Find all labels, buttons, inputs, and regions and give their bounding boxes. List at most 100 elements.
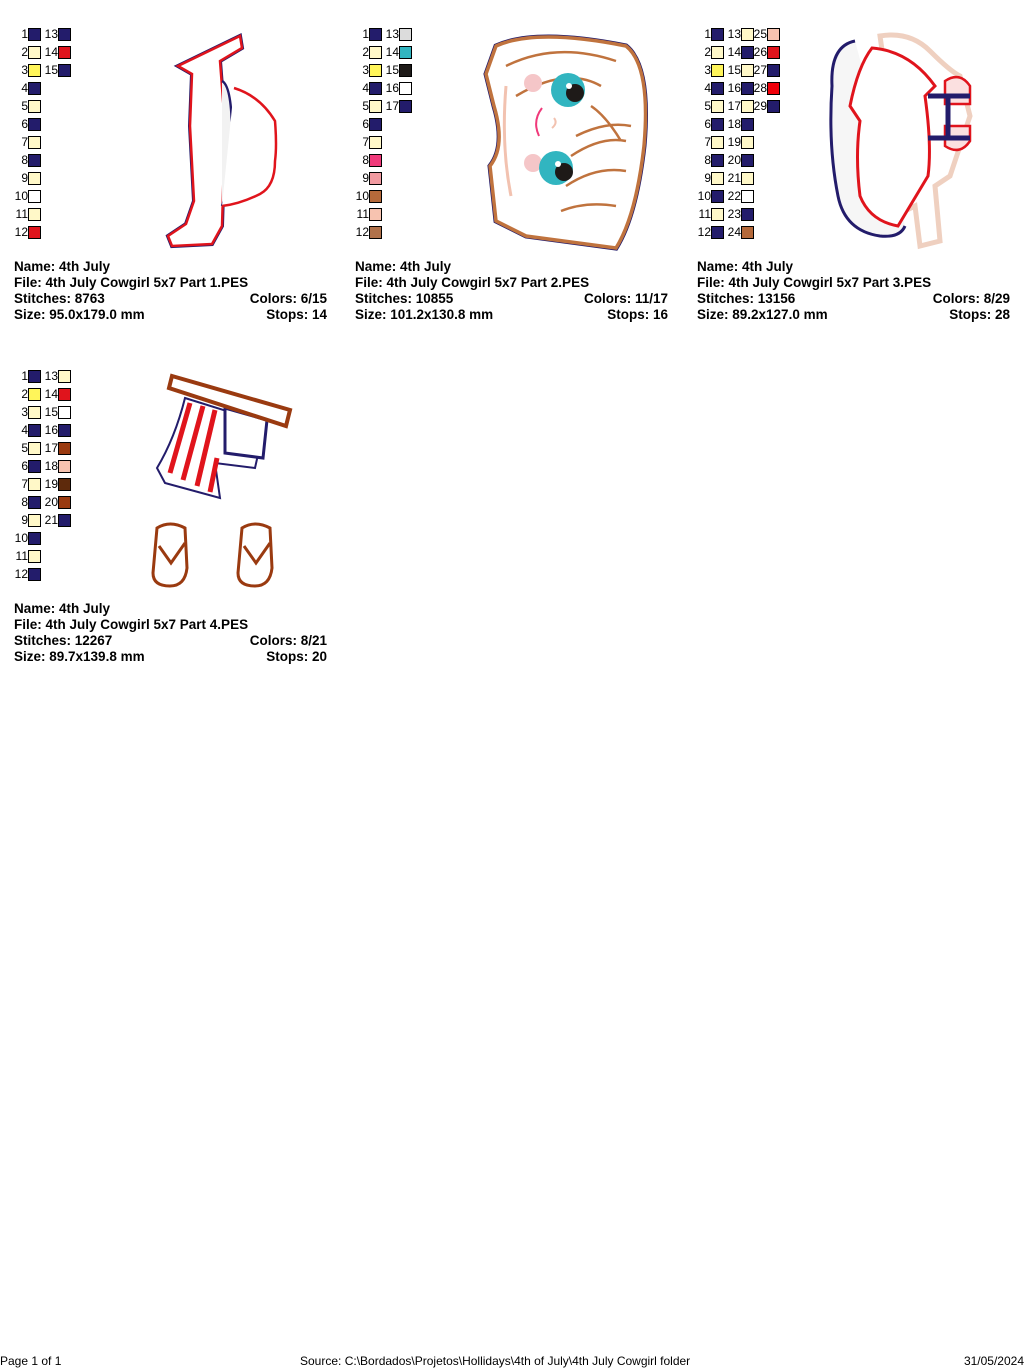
design-stops: Stops: 28: [949, 307, 1010, 322]
design-name: Name: 4th July: [14, 259, 111, 274]
color-index: 18: [44, 459, 58, 473]
thread-color-swatch: [369, 225, 382, 239]
color-swatch-item: 10: [8, 189, 41, 203]
color-index: 15: [385, 63, 399, 77]
thread-color-swatch: [711, 99, 724, 113]
thread-color-swatch: [399, 45, 412, 59]
thread-color-swatch: [58, 387, 71, 401]
color-swatch-item: 1: [8, 369, 41, 383]
thread-color-swatch: [711, 189, 724, 203]
thread-color-swatch: [741, 207, 754, 221]
color-swatch-item: 14: [375, 45, 412, 59]
thread-color-swatch: [369, 45, 382, 59]
color-swatch-item: 2: [8, 387, 41, 401]
color-index: 23: [727, 207, 741, 221]
design-stitches: Stitches: 13156: [697, 291, 796, 306]
color-swatch-item: 11: [8, 549, 41, 563]
design-colors: Colors: 11/17: [583, 291, 668, 306]
color-swatch-item: 12: [691, 225, 724, 239]
thread-color-swatch: [399, 63, 412, 77]
color-index: 6: [704, 117, 711, 131]
color-index: 21: [727, 171, 741, 185]
color-swatch-item: 7: [349, 135, 382, 149]
thread-color-swatch: [741, 45, 754, 59]
color-swatch-item: 28: [743, 81, 780, 95]
thread-color-swatch: [28, 99, 41, 113]
color-index: 5: [21, 441, 28, 455]
design-stops: Stops: 16: [607, 307, 668, 322]
design-stitches: Stitches: 10855: [355, 291, 454, 306]
color-swatch-item: 1: [8, 27, 41, 41]
color-swatch-item: 14: [717, 45, 754, 59]
color-index: 3: [21, 405, 28, 419]
thread-color-swatch: [369, 207, 382, 221]
color-swatch-item: 5: [8, 441, 41, 455]
thread-color-swatch: [767, 27, 780, 41]
color-index: 21: [44, 513, 58, 527]
color-swatch-item: 2: [8, 45, 41, 59]
color-index: 18: [727, 117, 741, 131]
thread-color-swatch: [28, 171, 41, 185]
color-index: 4: [21, 423, 28, 437]
thread-color-swatch: [28, 477, 41, 491]
thread-color-swatch: [28, 441, 41, 455]
color-swatch-item: 3: [349, 63, 382, 77]
color-index: 10: [14, 189, 28, 203]
color-index: 29: [753, 99, 767, 113]
color-index: 12: [14, 567, 28, 581]
color-index: 17: [727, 99, 741, 113]
design-name: Name: 4th July: [14, 601, 111, 616]
thread-color-swatch: [711, 27, 724, 41]
color-swatch-item: 7: [8, 477, 41, 491]
thread-color-swatch: [399, 81, 412, 95]
design-name: Name: 4th July: [355, 259, 452, 274]
color-swatch-item: 2: [349, 45, 382, 59]
thread-color-swatch: [741, 135, 754, 149]
color-index: 17: [44, 441, 58, 455]
color-index: 2: [362, 45, 369, 59]
thread-color-swatch: [58, 405, 71, 419]
color-index: 6: [21, 117, 28, 131]
thread-color-swatch: [399, 99, 412, 113]
color-swatch-item: 5: [349, 99, 382, 113]
color-index: 13: [385, 27, 399, 41]
color-index: 8: [21, 153, 28, 167]
design-info: Name: 4th July File: 4th July Cowgirl 5x…: [697, 259, 1010, 323]
color-swatch-item: 18: [34, 459, 71, 473]
color-swatch-item: 14: [34, 45, 71, 59]
color-index: 9: [704, 171, 711, 185]
face-embroidery-image: [483, 34, 648, 251]
color-swatch-item: 9: [691, 171, 724, 185]
thread-color-swatch: [28, 63, 41, 77]
color-index: 9: [21, 171, 28, 185]
design-file: File: 4th July Cowgirl 5x7 Part 1.PES: [14, 275, 249, 290]
color-index: 14: [44, 387, 58, 401]
color-swatch-item: 11: [349, 207, 382, 221]
thread-color-swatch: [741, 189, 754, 203]
color-swatch-item: 24: [717, 225, 754, 239]
thread-color-swatch: [399, 27, 412, 41]
color-index: 10: [697, 189, 711, 203]
thread-color-swatch: [28, 495, 41, 509]
color-index: 8: [704, 153, 711, 167]
color-index: 9: [21, 513, 28, 527]
color-swatch-item: 4: [8, 81, 41, 95]
color-swatch-item: 19: [34, 477, 71, 491]
color-index: 1: [362, 27, 369, 41]
color-swatch-item: 8: [8, 153, 41, 167]
color-swatch-item: 10: [8, 531, 41, 545]
color-swatch-item: 12: [8, 567, 41, 581]
color-index: 16: [727, 81, 741, 95]
color-index: 5: [362, 99, 369, 113]
color-index: 8: [21, 495, 28, 509]
thread-color-swatch: [741, 117, 754, 131]
color-swatch-item: 3: [8, 405, 41, 419]
thread-color-swatch: [58, 45, 71, 59]
color-index: 19: [727, 135, 741, 149]
color-swatch-item: 25: [743, 27, 780, 41]
color-swatch-item: 9: [8, 171, 41, 185]
color-swatch-item: 20: [34, 495, 71, 509]
color-index: 13: [44, 369, 58, 383]
color-index: 6: [362, 117, 369, 131]
color-swatch-item: 15: [34, 63, 71, 77]
